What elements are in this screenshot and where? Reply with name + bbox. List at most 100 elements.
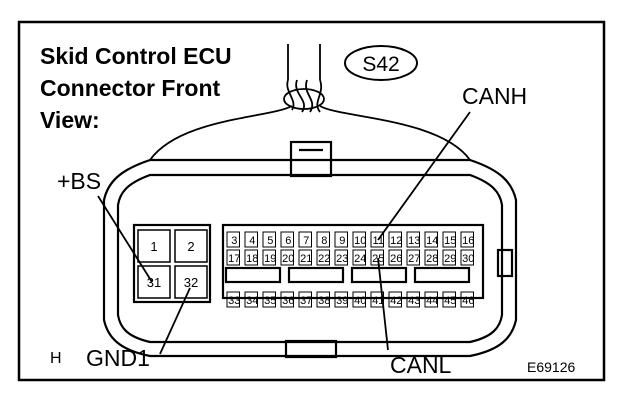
small-pin-label: 23 bbox=[336, 253, 348, 265]
small-pin bbox=[442, 231, 456, 248]
label-bs: +BS bbox=[57, 168, 101, 194]
title-line-1: Skid Control ECU bbox=[40, 43, 232, 69]
title-line-2: Connector Front bbox=[40, 75, 220, 101]
small-pin-label: 26 bbox=[390, 253, 402, 265]
small-pin bbox=[298, 291, 312, 308]
leader-canl bbox=[377, 257, 389, 351]
small-pin-label: 30 bbox=[462, 253, 474, 265]
small-pin-label: 22 bbox=[318, 253, 330, 265]
small-pin-label: 24 bbox=[354, 253, 366, 265]
small-pin bbox=[334, 291, 348, 308]
small-pin-label: 44 bbox=[426, 295, 438, 307]
large-pin-label: 32 bbox=[184, 275, 198, 290]
small-pin-label: 8 bbox=[321, 235, 327, 247]
small-pin-label: 4 bbox=[249, 235, 255, 247]
small-pin-label: 46 bbox=[462, 295, 474, 307]
small-pin bbox=[262, 231, 276, 248]
small-pin-label: 33 bbox=[228, 295, 240, 307]
small-pin-label: 18 bbox=[246, 253, 258, 265]
small-pin-label: 12 bbox=[390, 235, 402, 247]
small-pin bbox=[460, 249, 474, 266]
small-pin bbox=[460, 231, 474, 248]
small-pin-label: 40 bbox=[354, 295, 366, 307]
title-line-3: View: bbox=[40, 107, 100, 133]
small-pin bbox=[280, 231, 294, 248]
small-pin-label: 15 bbox=[444, 235, 456, 247]
leader-gnd1 bbox=[159, 287, 191, 355]
small-pin-label: 3 bbox=[231, 235, 237, 247]
large-pin-31 bbox=[137, 265, 171, 299]
small-pin-label: 41 bbox=[372, 295, 384, 307]
small-pin bbox=[424, 291, 438, 308]
small-pin bbox=[424, 231, 438, 248]
leader-lines bbox=[97, 111, 471, 355]
small-pin bbox=[388, 291, 402, 308]
small-pin-label: 20 bbox=[282, 253, 294, 265]
small-pin bbox=[370, 249, 384, 266]
small-pin bbox=[298, 231, 312, 248]
small-pin-label: 36 bbox=[282, 295, 294, 307]
small-pin bbox=[352, 249, 366, 266]
small-pin bbox=[244, 249, 258, 266]
small-pin bbox=[352, 231, 366, 248]
small-pin bbox=[442, 249, 456, 266]
small-pin bbox=[280, 291, 294, 308]
leader-bs bbox=[97, 195, 153, 283]
small-pin bbox=[316, 249, 330, 266]
small-pin-label: 42 bbox=[390, 295, 402, 307]
label-canl: CANL bbox=[390, 352, 452, 378]
small-pin bbox=[244, 291, 258, 308]
small-pin-label: 7 bbox=[303, 235, 309, 247]
small-pin-label: 17 bbox=[228, 253, 240, 265]
small-pin bbox=[334, 231, 348, 248]
small-pin bbox=[442, 291, 456, 308]
large-pin-label: 2 bbox=[187, 239, 194, 254]
small-pin-label: 14 bbox=[426, 235, 438, 247]
label-canh: CANH bbox=[462, 83, 527, 109]
small-pin-label: 16 bbox=[462, 235, 474, 247]
small-pin-label: 11 bbox=[373, 235, 384, 247]
large-pin-2 bbox=[174, 229, 208, 263]
large-pin-1 bbox=[137, 229, 171, 263]
h-mark: H bbox=[50, 350, 62, 367]
leader-canh bbox=[377, 111, 471, 241]
small-pin bbox=[388, 249, 402, 266]
small-pin-label: 5 bbox=[267, 235, 273, 247]
small-pin bbox=[424, 249, 438, 266]
small-pin bbox=[262, 291, 276, 308]
connector-code: S42 bbox=[362, 53, 399, 76]
wire-harness bbox=[149, 44, 471, 161]
small-pin bbox=[406, 291, 420, 308]
small-pin-label: 35 bbox=[264, 295, 276, 307]
small-pin bbox=[460, 291, 474, 308]
small-pin-label: 43 bbox=[408, 295, 420, 307]
small-pin bbox=[262, 249, 276, 266]
small-pin bbox=[280, 249, 294, 266]
large-pin-label: 1 bbox=[150, 239, 157, 254]
label-gnd1: GND1 bbox=[86, 345, 150, 371]
large-pin-block: 1 2 31 32 bbox=[137, 229, 208, 299]
small-pin-label: 39 bbox=[336, 295, 348, 307]
small-pin bbox=[406, 231, 420, 248]
small-pin-label: 34 bbox=[246, 295, 258, 307]
outer-border bbox=[17, 20, 606, 382]
small-pin-label: 45 bbox=[444, 295, 456, 307]
small-pin-label: 38 bbox=[318, 295, 330, 307]
small-pin-label: 10 bbox=[354, 235, 366, 247]
small-pin-label: 28 bbox=[426, 253, 438, 265]
small-pin bbox=[370, 291, 384, 308]
figure-id: E69126 bbox=[527, 359, 575, 375]
small-pin-label: 6 bbox=[285, 235, 291, 247]
small-pin-label: 21 bbox=[300, 253, 312, 265]
small-pin-label: 37 bbox=[300, 295, 312, 307]
small-pin bbox=[226, 249, 240, 266]
small-pin bbox=[244, 231, 258, 248]
small-pin bbox=[226, 291, 240, 308]
small-pin bbox=[298, 249, 312, 266]
small-pin bbox=[388, 231, 402, 248]
small-pin bbox=[334, 249, 348, 266]
connector-code-badge bbox=[344, 45, 418, 81]
small-pin bbox=[352, 291, 366, 308]
